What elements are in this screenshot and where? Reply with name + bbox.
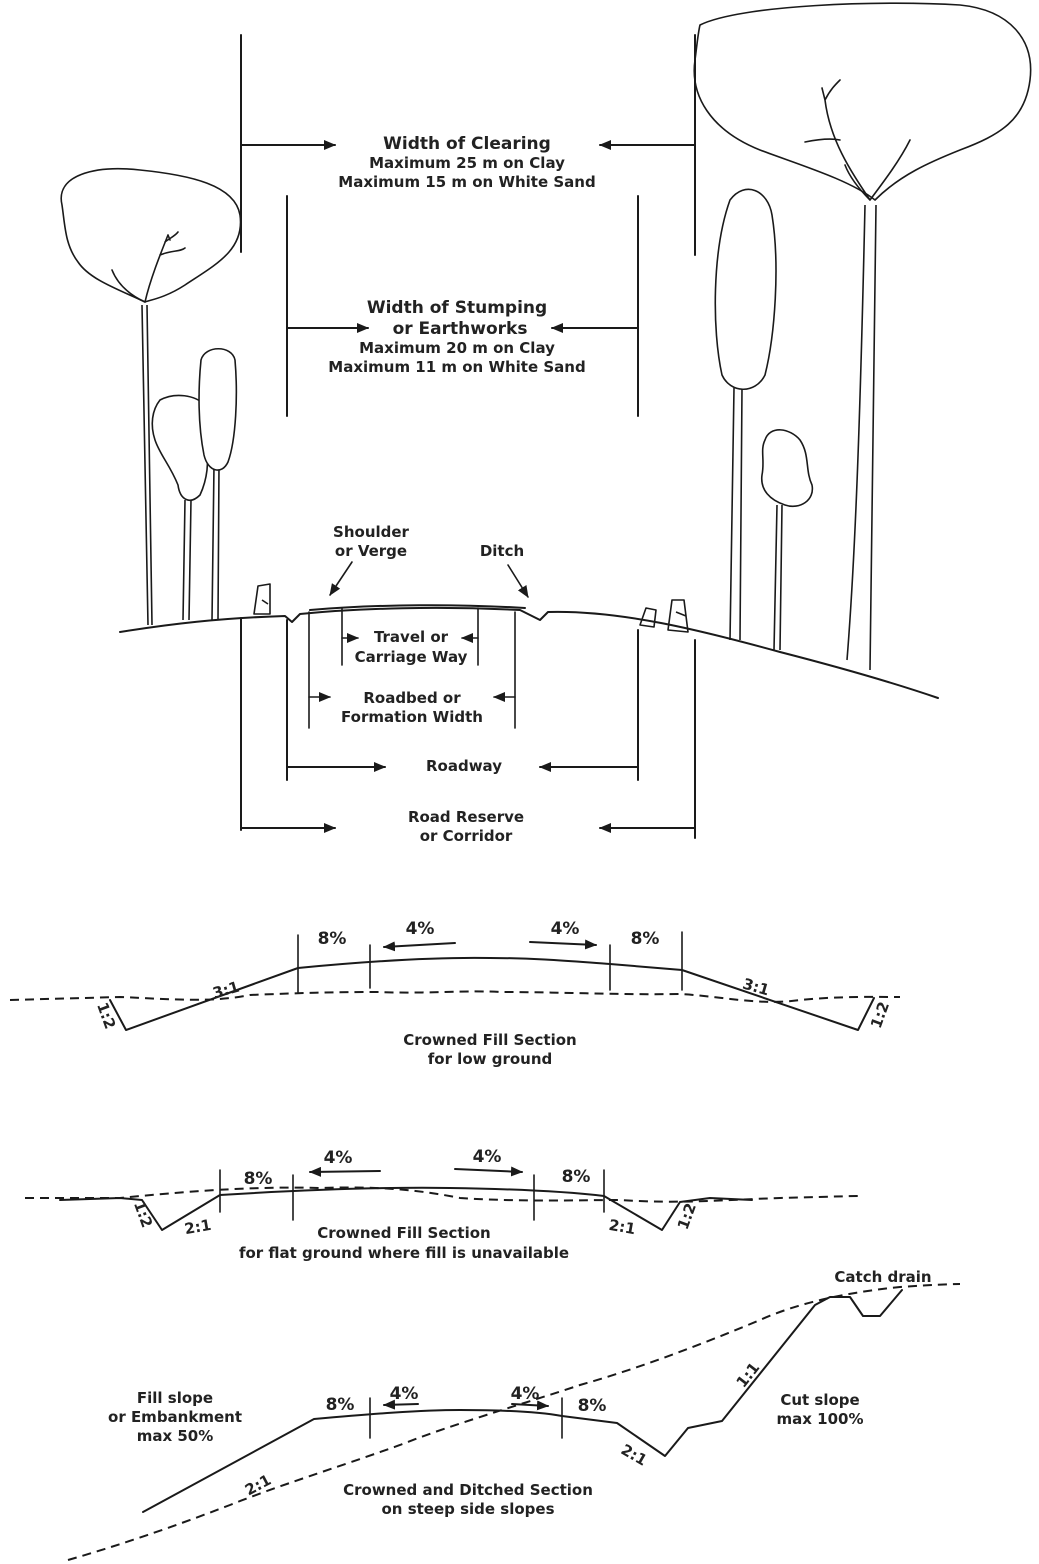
s3-catch-drain: Catch drain [834, 1268, 931, 1286]
stump-left [253, 583, 271, 615]
s2-slope-left: 2:1 [183, 1216, 213, 1238]
roadway-label: Roadway [426, 757, 502, 775]
stumping-title-1: Width of Stumping [367, 298, 547, 318]
s1-natural-ground [9, 990, 901, 1003]
s1-caption-2: for low ground [428, 1050, 553, 1068]
road-surface [309, 604, 526, 611]
s3-arrow-left [383, 1399, 419, 1410]
reserve-label-2: or Corridor [420, 827, 513, 845]
clearing-line-2: Maximum 15 m on White Sand [338, 173, 595, 191]
tree-right-narrow [714, 188, 777, 641]
s3-slope-ditch: 2:1 [618, 1440, 650, 1469]
boundary-lines [240, 34, 696, 839]
left-trees [60, 167, 271, 626]
ditch-label: Ditch [480, 542, 524, 560]
clearing-title: Width of Clearing [383, 134, 551, 154]
s3-slope-fill: 2:1 [242, 1471, 274, 1500]
s3-pct-inner-left: 4% [390, 1384, 419, 1404]
s2-caption-2: for flat ground where fill is unavailabl… [239, 1244, 569, 1262]
s3-pct-outer-left: 8% [326, 1395, 355, 1415]
section-flat-ground: 8% 4% 4% 8% 2:1 2:1 1:2 1:2 Crowned Fill… [25, 1147, 861, 1262]
tree-left-slim [198, 347, 238, 621]
tree-left-bushy [151, 394, 209, 621]
tree-right-bushy [760, 429, 814, 651]
top-labels: Width of Clearing Maximum 25 m on Clay M… [328, 134, 595, 845]
s2-pct-inner-left: 4% [324, 1148, 353, 1168]
s1-pct-inner-left: 4% [406, 919, 435, 939]
travel-label-2: Carriage Way [355, 648, 468, 666]
s1-pct-outer-left: 8% [318, 929, 347, 949]
s1-formation [109, 956, 875, 1031]
s2-natural-ground [25, 1186, 861, 1203]
s3-caption-2: on steep side slopes [381, 1500, 554, 1518]
dimension-arrows [240, 140, 696, 833]
clearing-line-1: Maximum 25 m on Clay [369, 154, 565, 172]
travel-label-1: Travel or [374, 628, 449, 646]
shoulder-pointer [329, 561, 353, 596]
ground-line [119, 606, 939, 699]
s1-pct-inner-right: 4% [551, 919, 580, 939]
s2-pct-outer-left: 8% [244, 1169, 273, 1189]
ditch-pointer [507, 564, 529, 598]
s3-cut-2: max 100% [777, 1410, 864, 1428]
s3-fill-2: or Embankment [108, 1408, 242, 1426]
shoulder-label-2: or Verge [335, 542, 407, 560]
s1-caption-1: Crowned Fill Section [403, 1031, 576, 1049]
s2-slope-right: 2:1 [607, 1216, 637, 1238]
s1-slope-right: 3:1 [741, 975, 772, 1000]
s2-pct-inner-right: 4% [473, 1147, 502, 1167]
s2-arrow-right [454, 1166, 523, 1177]
s1-arrow-left [383, 941, 456, 952]
s3-slope-cut: 1:1 [733, 1359, 764, 1391]
s1-slope-left: 3:1 [211, 978, 242, 1003]
s3-natural-ground [67, 1283, 961, 1561]
section-steep-slopes: Catch drain Fill slope or Embankment max… [67, 1268, 961, 1561]
stumping-line-2: Maximum 11 m on White Sand [328, 358, 585, 376]
tree-left-large [60, 167, 242, 626]
roadbed-label-2: Formation Width [341, 708, 483, 726]
s3-arrow-right [511, 1400, 549, 1411]
s3-pct-outer-right: 8% [578, 1396, 607, 1416]
section-low-ground: 8% 4% 4% 8% 3:1 3:1 1:2 1:2 Crowned Fill… [9, 919, 901, 1068]
shoulder-label-1: Shoulder [333, 523, 410, 541]
s2-formation [59, 1186, 753, 1231]
stumping-title-2: or Earthworks [393, 319, 528, 339]
roadbed-label-1: Roadbed or [363, 689, 461, 707]
reserve-label-1: Road Reserve [408, 808, 524, 826]
s1-arrow-right [529, 939, 597, 950]
s2-pct-outer-right: 8% [562, 1167, 591, 1187]
s2-ditch-left: 1:2 [130, 1199, 156, 1230]
s3-fill-1: Fill slope [137, 1389, 213, 1407]
stump-right-2 [667, 599, 689, 633]
s3-fill-3: max 50% [137, 1427, 214, 1445]
s3-pct-inner-right: 4% [511, 1384, 540, 1404]
s1-ditch-left: 1:2 [93, 1000, 119, 1031]
s3-cut-1: Cut slope [780, 1391, 859, 1409]
s2-caption-1: Crowned Fill Section [317, 1224, 490, 1242]
stumping-line-1: Maximum 20 m on Clay [359, 339, 555, 357]
right-trees [639, 2, 1032, 671]
s1-pct-outer-right: 8% [631, 929, 660, 949]
stump-right-1 [639, 607, 657, 628]
s3-caption-1: Crowned and Ditched Section [343, 1481, 593, 1499]
tree-right-large [693, 2, 1032, 671]
s2-arrow-left [309, 1166, 381, 1177]
